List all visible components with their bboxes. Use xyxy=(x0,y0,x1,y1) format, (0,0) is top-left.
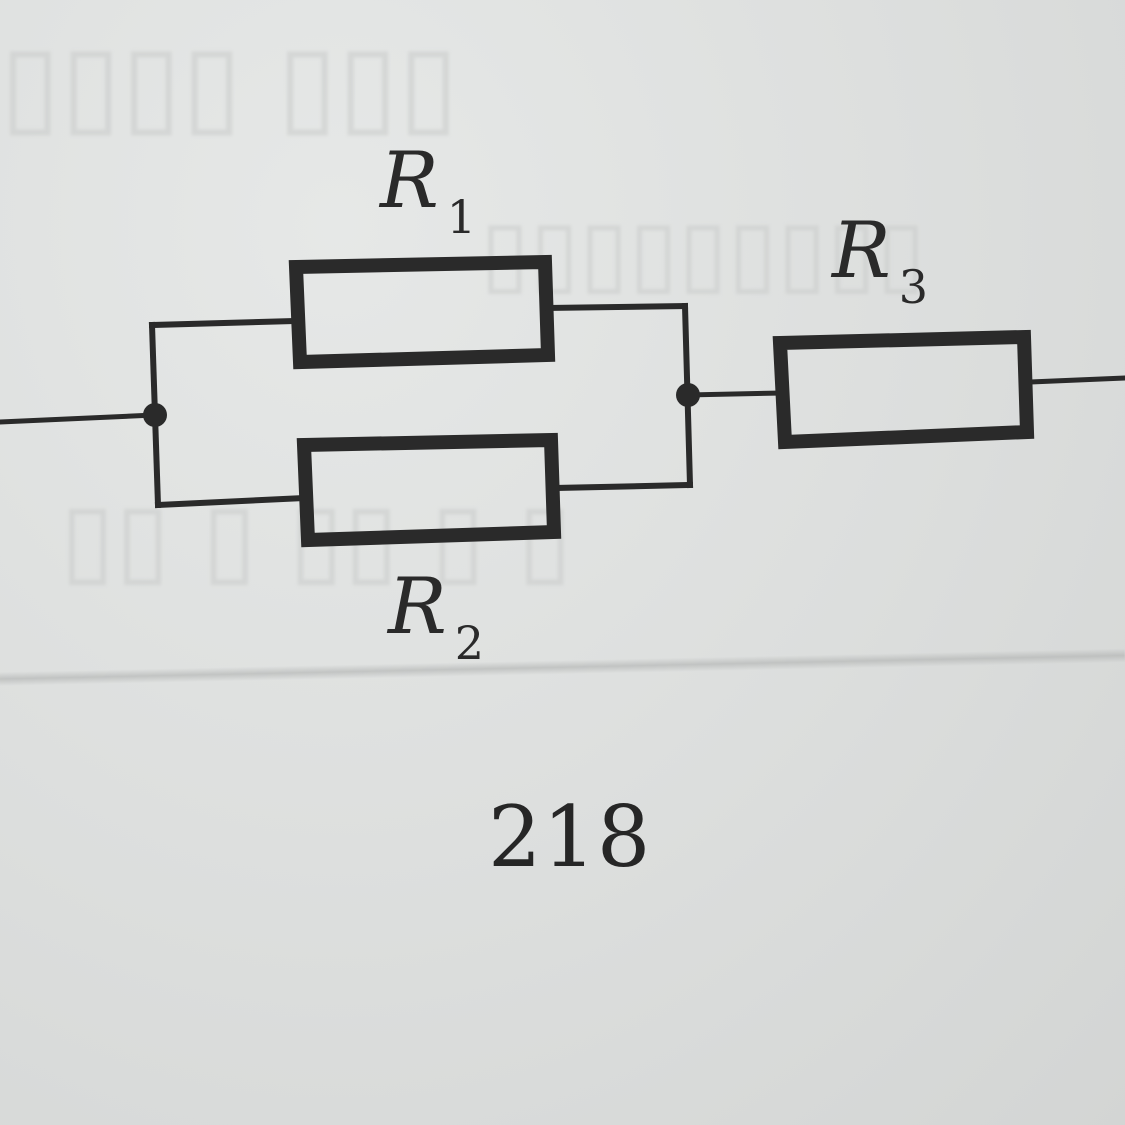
junction-node-right xyxy=(676,383,700,407)
label-r2-subscript: 2 xyxy=(454,616,485,670)
resistor-r1 xyxy=(288,254,556,370)
r1-right-wire xyxy=(544,302,689,312)
label-r1-symbol: R xyxy=(380,136,439,226)
label-r2-symbol: R xyxy=(388,562,447,652)
junction-node-left xyxy=(143,403,167,427)
label-r1-subscript: 1 xyxy=(446,190,477,244)
input-wire xyxy=(0,412,158,425)
resistor-r2 xyxy=(296,432,562,548)
r2-right-wire xyxy=(550,481,694,492)
label-r3-subscript: 3 xyxy=(898,260,929,314)
label-r3-symbol: R xyxy=(832,206,891,296)
output-wire xyxy=(1027,375,1125,385)
page-number: 218 xyxy=(488,788,652,886)
r1-left-wire xyxy=(148,317,300,329)
r3-left-wire xyxy=(685,390,783,398)
resistor-r3 xyxy=(772,329,1035,450)
r2-left-wire xyxy=(154,494,308,509)
